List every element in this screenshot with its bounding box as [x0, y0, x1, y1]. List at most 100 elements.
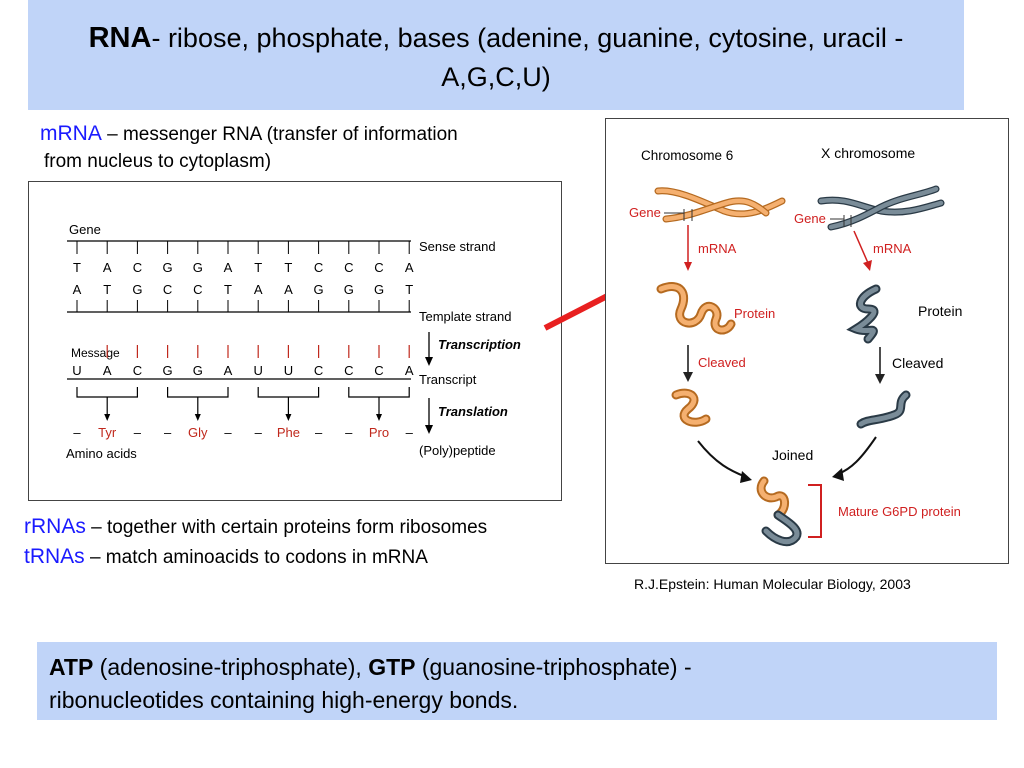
template-base: T [405, 282, 413, 297]
codon-bracket [257, 387, 320, 398]
atp-gtp-line-1: ATP (adenosine-triphosphate), GTP (guano… [49, 654, 692, 681]
codon-bracket [167, 387, 229, 398]
template-base: C [193, 282, 202, 297]
join-arrow-right [837, 436, 877, 475]
xchr-mrna-arrow [853, 230, 869, 264]
translation-arrowhead [425, 425, 433, 434]
amino-acid: Phe [277, 425, 300, 440]
amino-acid: Gly [188, 425, 208, 440]
trna-line: tRNAs – match aminoacids to codons in mR… [24, 545, 428, 569]
sense-base: C [344, 260, 353, 275]
title-line-2: A,G,C,U) [441, 62, 551, 92]
amino-acid: – [406, 425, 414, 440]
xchr-cleave-arrowhead [875, 374, 885, 384]
sense-strand-label: Sense strand [419, 239, 496, 254]
amino-acid: – [134, 425, 142, 440]
amino-acid: Tyr [98, 425, 117, 440]
xchr-strand-2 [828, 186, 939, 230]
gtp-term: GTP [368, 654, 416, 680]
chr6-strand-1 [655, 188, 785, 217]
chr6-fragment [673, 390, 709, 425]
sense-base: T [284, 260, 292, 275]
amino-acid: – [164, 425, 172, 440]
transcript-base: A [405, 363, 414, 378]
message-label: Message [71, 346, 120, 360]
xchr-strand-1 [818, 197, 944, 215]
atp-gtp-line-2: ribonucleotides containing high-energy b… [49, 687, 519, 713]
sense-base: C [133, 260, 142, 275]
joined-label: Joined [772, 447, 813, 463]
sense-base: A [103, 260, 112, 275]
title-rest: ribose, phosphate, bases (adenine, guani… [160, 23, 904, 53]
transcript-base: U [72, 363, 81, 378]
gene-ticks-bottom [76, 300, 410, 312]
transcript-label: Transcript [419, 372, 477, 387]
atp-term: ATP [49, 654, 94, 680]
codon-arrowhead [285, 414, 292, 421]
mature-label: Mature G6PD protein [838, 504, 961, 519]
chr6-cleave-arrowhead [683, 372, 693, 382]
transcription-arrowhead [425, 357, 433, 366]
chr6-cleaved-label: Cleaved [698, 355, 746, 370]
chromosome6-label: Chromosome 6 [641, 148, 733, 163]
transcript-base: G [193, 363, 203, 378]
codon-arrowhead [194, 414, 201, 421]
mrna-line-2: from nucleus to cytoplasm) [44, 151, 272, 172]
title-line-1: RNA- ribose, phosphate, bases (adenine, … [28, 22, 964, 55]
sense-base: C [374, 260, 383, 275]
chr6-protein-label: Protein [734, 306, 775, 321]
template-base: G [132, 282, 142, 297]
chr6-mrna-arrowhead [684, 262, 692, 271]
amino-acid: – [73, 425, 81, 440]
transcript-base: C [344, 363, 353, 378]
amino-acids-label: Amino acids [66, 446, 137, 461]
citation: R.J.Epstein: Human Molecular Biology, 20… [634, 576, 911, 592]
gtp-desc: (guanosine-triphosphate) - [415, 654, 692, 680]
mrna-desc-1: – messenger RNA (transfer of information [101, 124, 458, 145]
template-base: A [254, 282, 263, 297]
transcript-base: A [103, 363, 112, 378]
xchr-gene-label: Gene [794, 211, 826, 226]
rrna-desc: – together with certain proteins form ri… [85, 517, 488, 538]
transcript-base: C [374, 363, 383, 378]
amino-acid: – [345, 425, 353, 440]
transcript-base: U [254, 363, 263, 378]
gene-label: Gene [69, 222, 101, 237]
sense-base: G [193, 260, 203, 275]
mrna-line-1: mRNA – messenger RNA (transfer of inform… [40, 122, 458, 146]
template-base: C [163, 282, 172, 297]
xchr-mrna-arrowhead [863, 260, 872, 271]
xchr-protein-label: Protein [918, 303, 962, 319]
join-arrow-left [697, 440, 747, 478]
transcription-label: Transcription [438, 337, 521, 352]
mature-orange [758, 478, 787, 518]
template-base: T [224, 282, 232, 297]
join-arrowhead-right [832, 468, 844, 481]
template-base: G [374, 282, 384, 297]
sense-base: C [314, 260, 323, 275]
sense-base: T [73, 260, 81, 275]
amino-acid: Pro [369, 425, 389, 440]
sense-base: A [405, 260, 414, 275]
atp-gtp-box: ATP (adenosine-triphosphate), GTP (guano… [37, 642, 997, 720]
mrna-term: mRNA [40, 122, 102, 145]
amino-acid: – [315, 425, 323, 440]
trna-desc: – match aminoacids to codons in mRNA [84, 547, 428, 568]
trna-term: tRNAs [24, 545, 85, 568]
chr6-mrna-label: mRNA [698, 241, 737, 256]
title-banner: RNA- ribose, phosphate, bases (adenine, … [28, 0, 964, 110]
sense-base: G [163, 260, 173, 275]
codon-arrowhead [376, 414, 382, 421]
gene-ticks-top [76, 241, 410, 254]
rrna-line: rRNAs – together with certain proteins f… [24, 515, 487, 539]
template-strand-label: Template strand [419, 309, 512, 324]
amino-acid-letters: –Tyr––Gly––Phe––Pro– [73, 425, 413, 440]
codon-brackets [76, 387, 410, 421]
amino-acid: – [255, 425, 263, 440]
g6pd-diagram: Chromosome 6 X chromosome Gene mRNA Gene… [605, 118, 1009, 564]
message-ticks [106, 345, 410, 358]
